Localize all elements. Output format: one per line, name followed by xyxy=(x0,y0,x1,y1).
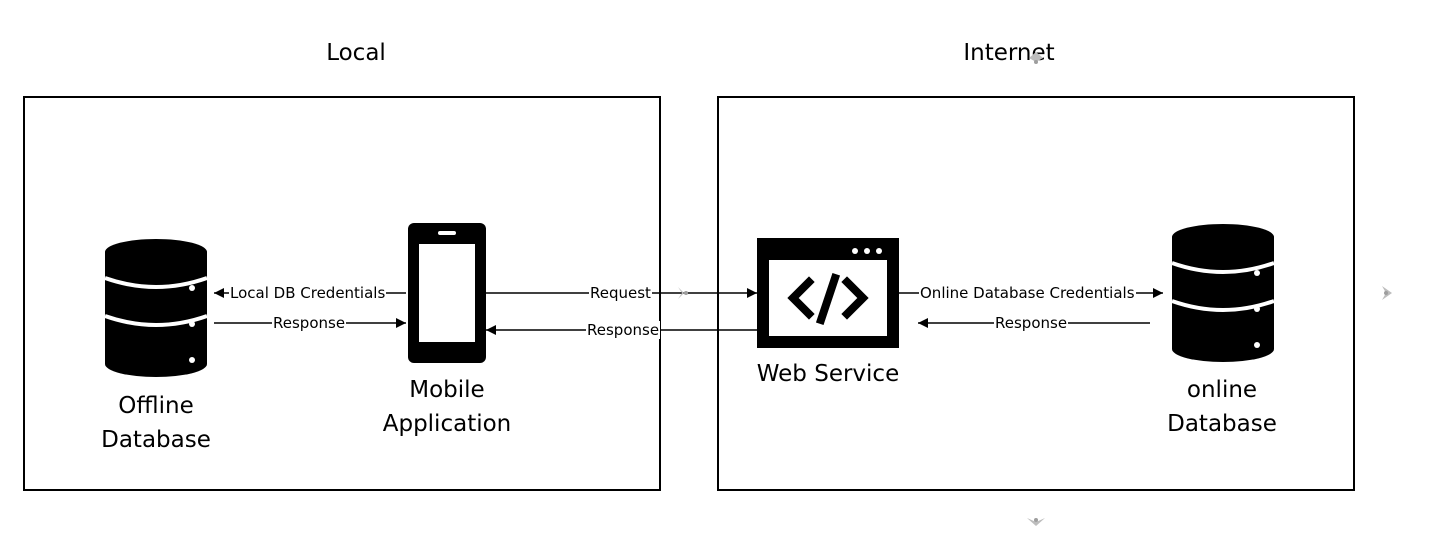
internet-zone-title: Internet xyxy=(963,40,1055,66)
smartphone-icon xyxy=(408,223,486,363)
offline-database-label-line2: Database xyxy=(101,427,211,453)
mobile-application-label-line1: Mobile xyxy=(409,377,485,403)
code-window-icon xyxy=(757,238,899,348)
local-zone-title: Local xyxy=(326,40,386,66)
edge-label-local-db-credentials: Local DB Credentials xyxy=(229,284,387,302)
edge-label-request: Request xyxy=(589,284,652,302)
connection-handle-icons xyxy=(678,52,1392,526)
online-database-label-line1: online xyxy=(1186,377,1258,403)
mobile-application-label-line2: Application xyxy=(382,411,512,437)
edge-label-online-response: Response xyxy=(994,314,1069,332)
edge-label-online-db-credentials: Online Database Credentials xyxy=(919,284,1136,302)
offline-database-icon xyxy=(104,239,208,377)
online-database-label: online Database xyxy=(1112,373,1332,441)
web-service-label: Web Service xyxy=(756,361,900,387)
online-database-icon xyxy=(1171,224,1275,362)
online-database-label-line2: Database xyxy=(1167,411,1277,437)
offline-database-label: Offline Database xyxy=(46,389,266,457)
edge-label-web-response: Response xyxy=(586,321,661,339)
offline-database-label-line1: Offline xyxy=(118,393,194,419)
edge-label-local-response: Response xyxy=(272,314,347,332)
mobile-application-label: Mobile Application xyxy=(337,373,557,441)
